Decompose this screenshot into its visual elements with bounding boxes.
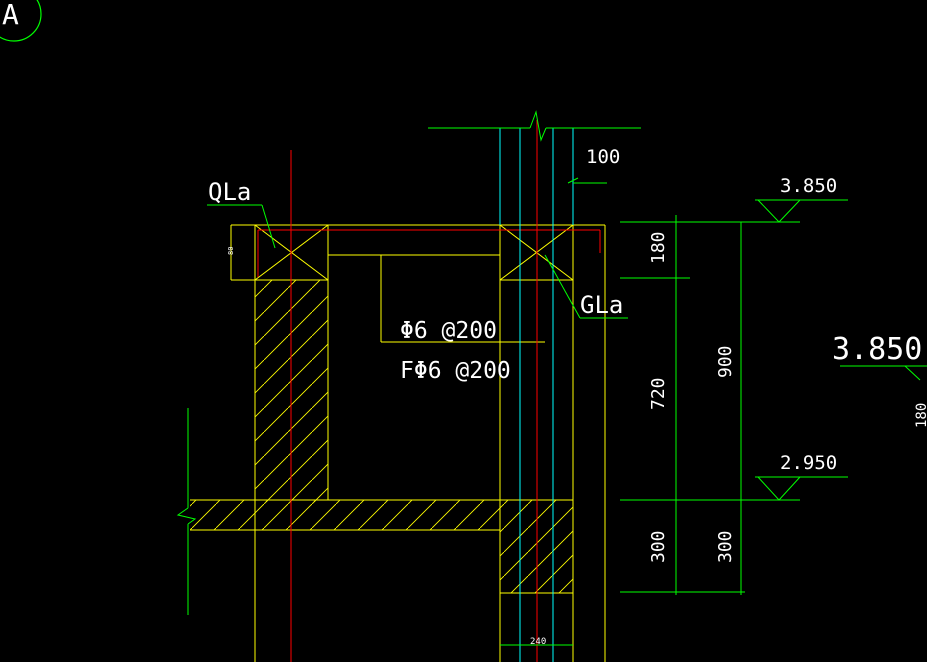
- label-ring-beam: QLa: [208, 178, 251, 206]
- label-rebar-main: Φ6 @200: [400, 318, 497, 344]
- dim-top-offset: 100: [586, 146, 620, 168]
- dim-right-cut: 180: [914, 403, 927, 428]
- axis-marker-a: A: [0, 0, 42, 42]
- upper-break: [428, 110, 641, 184]
- dim-slab-lower-right: 300: [715, 530, 736, 563]
- dim-slab-lower-left: 300: [648, 530, 669, 563]
- axis-marker-label: A: [2, 0, 19, 31]
- break-line: [176, 408, 197, 615]
- label-rebar-distribution: FΦ6 @200: [400, 358, 511, 384]
- label-constructional-column: GLa: [580, 291, 623, 319]
- cyan-lines: [499, 128, 574, 662]
- dimension-lines: [207, 199, 927, 646]
- structure-outlines: [190, 224, 606, 662]
- elev-top: 3.850: [780, 175, 837, 197]
- dim-beam-height: 180: [648, 231, 669, 264]
- axis-lines: [257, 120, 601, 662]
- dim-side-small: 80: [227, 247, 235, 255]
- dim-parapet-total: 900: [715, 345, 736, 378]
- dim-wall-height: 720: [648, 377, 669, 410]
- text-labels: QLa GLa Φ6 @200 FΦ6 @200 100 3.850 2.950…: [208, 146, 927, 647]
- dim-column-width: 240: [530, 637, 546, 647]
- elev-right-large: 3.850: [832, 332, 922, 367]
- elev-lower: 2.950: [780, 452, 837, 474]
